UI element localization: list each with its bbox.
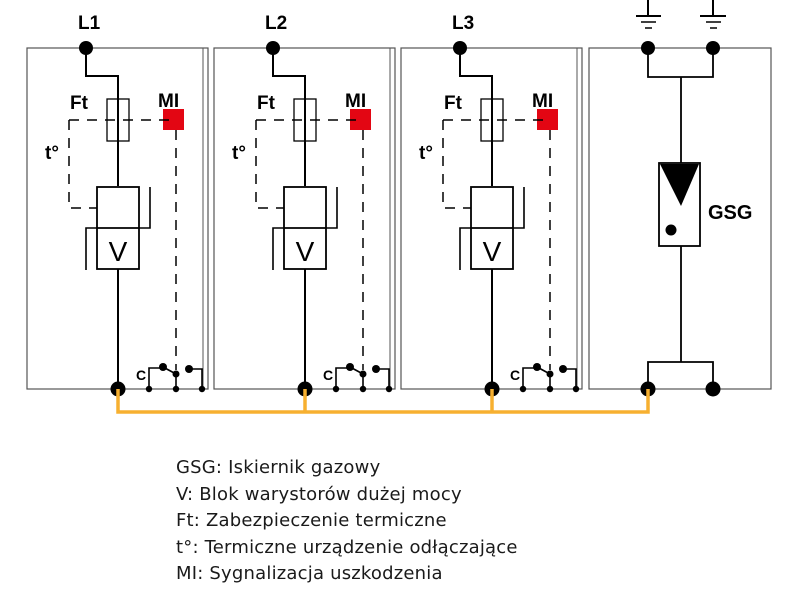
indicator-label: MI bbox=[345, 91, 366, 112]
line-label: L1 bbox=[78, 13, 101, 34]
legend-item: Ft: Zabezpieczenie termiczne bbox=[176, 510, 447, 531]
signal-contact-switch bbox=[145, 363, 206, 393]
fault-indicator bbox=[537, 109, 558, 130]
legend: GSG: Iskiernik gazowy V: Blok warystorów… bbox=[176, 455, 518, 588]
signal-contact-switch bbox=[519, 363, 580, 393]
indicator-label: MI bbox=[158, 91, 179, 112]
ground-icon bbox=[700, 0, 726, 29]
pe-bus bbox=[116, 389, 650, 414]
legend-item: t°: Termiczne urządzenie odłączające bbox=[176, 536, 518, 558]
ground-icon bbox=[636, 0, 661, 29]
line-label: L3 bbox=[452, 13, 474, 34]
legend-item: MI: Sygnalizacja uszkodzenia bbox=[176, 563, 443, 584]
phase-module: L2 Ft MI t° V C bbox=[213, 13, 396, 397]
gsg-label: GSG bbox=[708, 202, 752, 224]
schematic-diagram: L1 Ft MI t° V C L2 bbox=[26, 0, 772, 414]
line-label: L2 bbox=[265, 13, 287, 34]
fuse-label: Ft bbox=[257, 93, 276, 114]
indicator-label: MI bbox=[532, 91, 553, 112]
contact-label: C bbox=[136, 367, 146, 383]
terminal-dot bbox=[705, 381, 721, 397]
contact-label: C bbox=[323, 367, 333, 383]
varistor-label: V bbox=[296, 236, 315, 267]
legend-item: V: Blok warystorów dużej mocy bbox=[176, 483, 462, 505]
signal-contact-switch bbox=[332, 363, 393, 393]
thermal-label: t° bbox=[232, 143, 246, 164]
contact-label: C bbox=[510, 367, 520, 383]
thermal-label: t° bbox=[45, 143, 59, 164]
fault-indicator bbox=[350, 109, 371, 130]
varistor-label: V bbox=[483, 236, 502, 267]
phase-module: L3 Ft MI t° V C bbox=[400, 13, 583, 397]
thermal-label: t° bbox=[419, 143, 433, 164]
fuse-label: Ft bbox=[444, 93, 463, 114]
module-housing bbox=[588, 47, 772, 390]
varistor-label: V bbox=[109, 236, 128, 267]
legend-item: GSG: Iskiernik gazowy bbox=[176, 457, 381, 478]
fuse-label: Ft bbox=[70, 93, 89, 114]
phase-module: L1 Ft MI t° V C bbox=[26, 13, 209, 397]
fault-indicator bbox=[163, 109, 184, 130]
gas-discharge-module: GSG bbox=[588, 0, 772, 397]
